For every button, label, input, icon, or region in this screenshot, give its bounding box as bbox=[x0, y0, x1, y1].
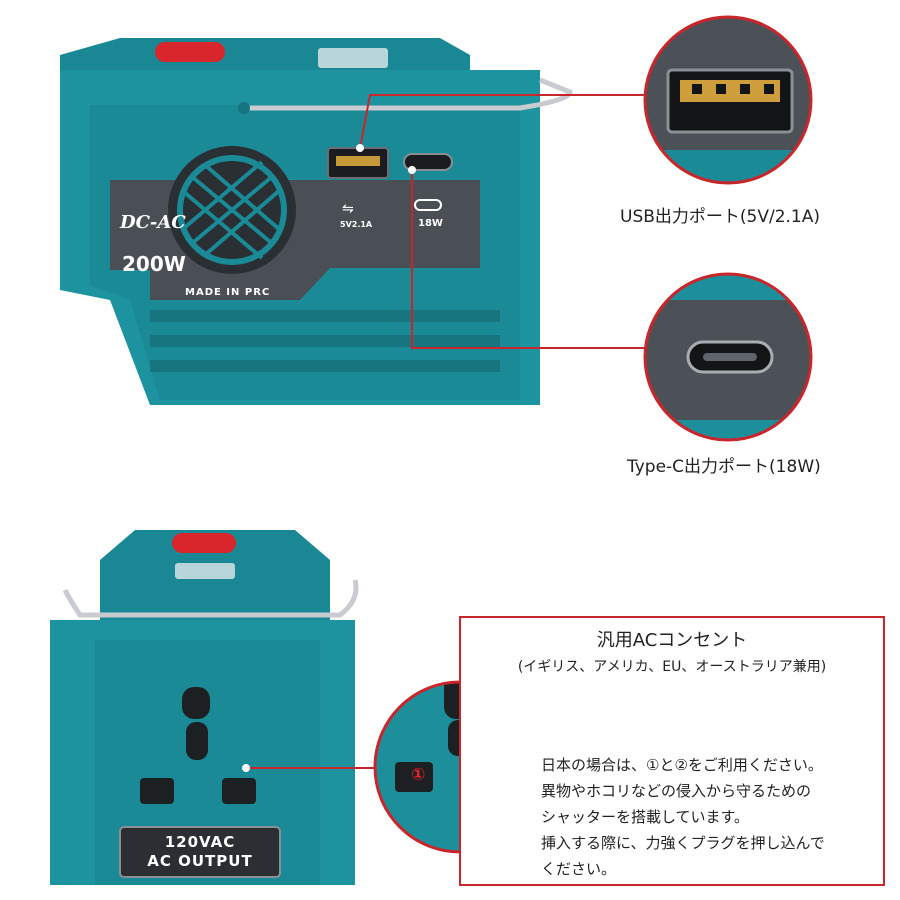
device-brand-label: DC-AC bbox=[120, 212, 186, 233]
socket-desc-line: シャッターを搭載しています。 bbox=[541, 808, 750, 826]
usb-port-caption: USB出力ポート(5V/2.1A) bbox=[620, 207, 820, 227]
socket-title: 汎用ACコンセント bbox=[596, 630, 748, 651]
socket-info-box: 汎用ACコンセント (イギリス、アメリカ、EU、オーストラリア兼用) 日本の場合… bbox=[459, 616, 885, 886]
typec-zoom-circle bbox=[645, 274, 811, 440]
made-in-label: MADE IN PRC bbox=[185, 287, 271, 298]
usb-spec-label: 5V2.1A bbox=[340, 220, 373, 229]
usb-callout-line bbox=[359, 94, 650, 149]
svg-text:⇋: ⇋ bbox=[342, 201, 354, 217]
socket-desc-line: ください。 bbox=[541, 860, 617, 878]
socket-desc-line: 挿入する際に、力強くプラグを押し込んで bbox=[541, 834, 825, 852]
socket-subtitle: (イギリス、アメリカ、EU、オーストラリア兼用) bbox=[517, 659, 827, 675]
ac-output-label: AC OUTPUT bbox=[147, 852, 253, 870]
socket-description: 日本の場合は、①と②をご利用ください。 異物やホコリなどの侵入から守るための シ… bbox=[541, 752, 881, 882]
typec-spec-label: 18W bbox=[418, 218, 443, 229]
socket-desc-line: 異物やホコリなどの侵入から守るための bbox=[541, 782, 812, 800]
typec-port-caption: Type-C出力ポート(18W) bbox=[627, 457, 821, 477]
ac-output-plate bbox=[119, 826, 281, 878]
socket-desc-line: 日本の場合は、①と②をご利用ください。 bbox=[541, 756, 823, 774]
typec-symbol-icon bbox=[414, 199, 442, 211]
ac-output-voltage-label: 120VAC bbox=[164, 833, 236, 851]
typec-callout-line bbox=[411, 170, 660, 349]
battery-latch-window bbox=[318, 48, 388, 68]
ac-socket-icon bbox=[140, 687, 256, 804]
bottom-latch-red bbox=[172, 533, 236, 553]
device-power-label: 200W bbox=[122, 252, 186, 276]
carry-handle bbox=[240, 77, 573, 111]
socket-marker-1: ① bbox=[411, 765, 426, 785]
battery-latch-red bbox=[155, 42, 225, 62]
typec-port-icon bbox=[403, 153, 453, 171]
bottom-device-face bbox=[95, 640, 320, 885]
